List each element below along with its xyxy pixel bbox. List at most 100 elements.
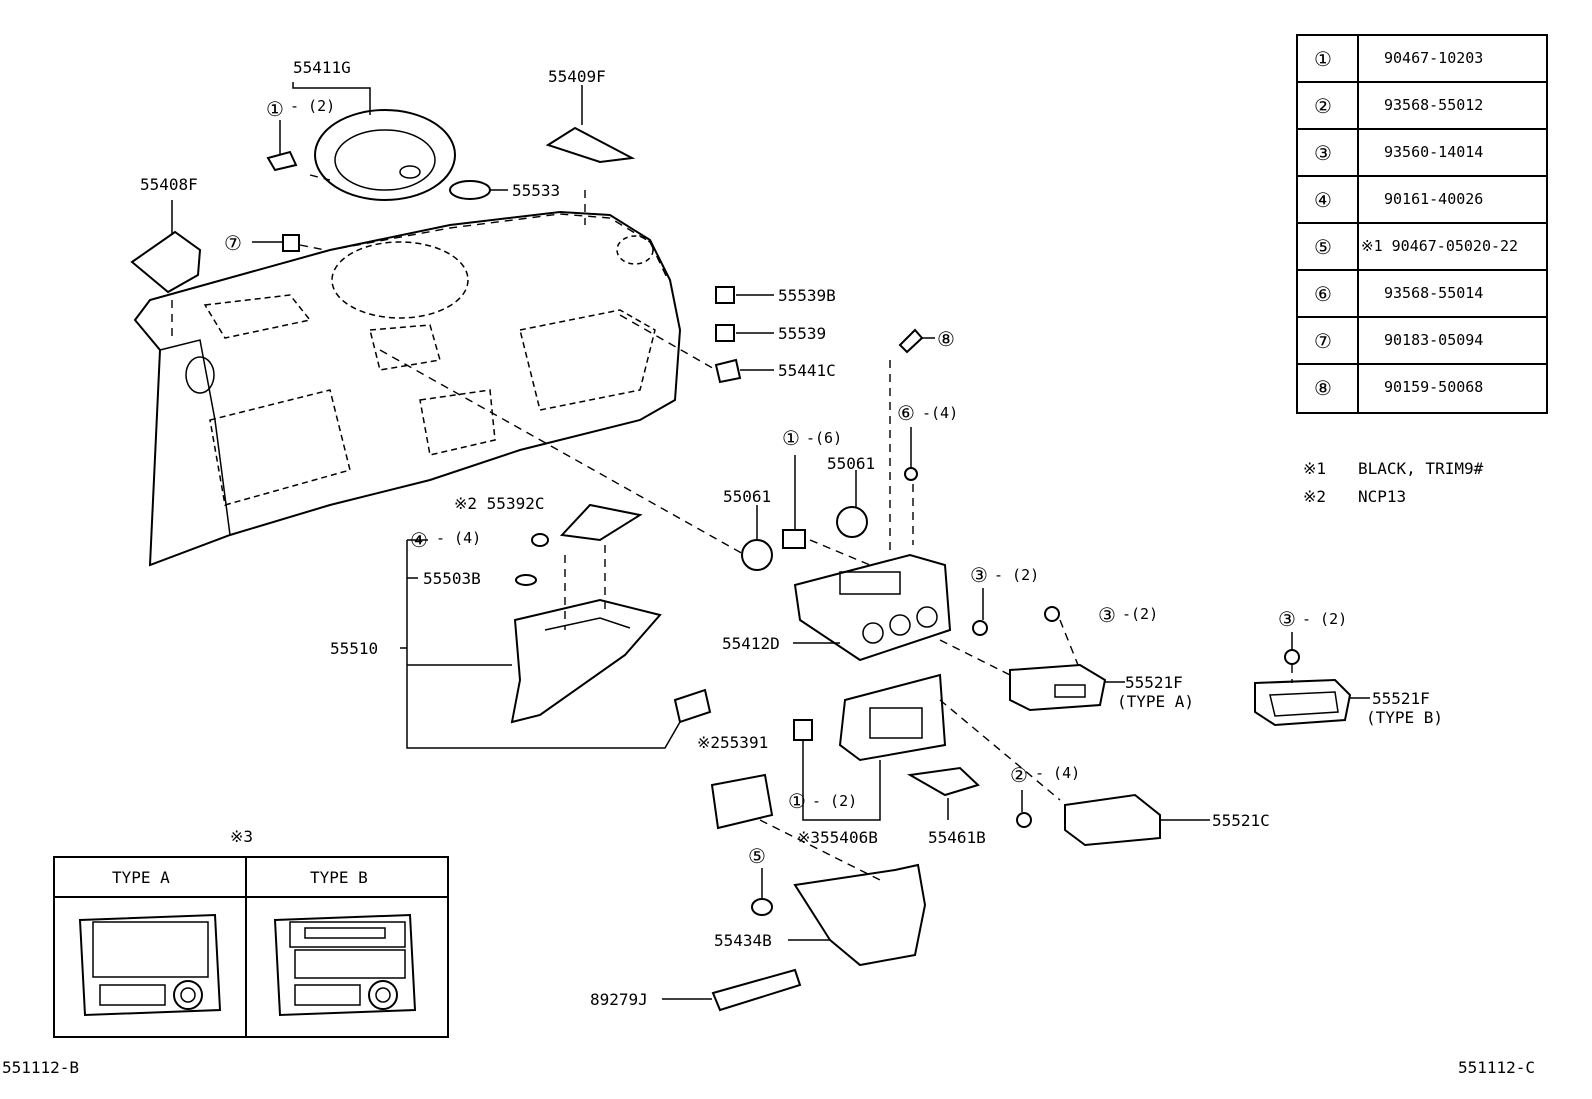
label-55521c: 55521C xyxy=(1212,811,1270,830)
callout-2-num: ② xyxy=(1010,763,1028,787)
cover-55391-drawing xyxy=(710,773,774,830)
callout-1-top-qty: - (2) xyxy=(290,97,335,115)
table-row-ref: ⑧ xyxy=(1314,376,1332,400)
callout-1-low-qty: - (2) xyxy=(812,792,857,810)
label-55392c: ※2 55392C xyxy=(454,494,544,513)
note-text: NCP13 xyxy=(1358,487,1406,506)
pocket-55521f-type-a-drawing xyxy=(1009,606,1107,712)
lower-bezel-drawing xyxy=(793,673,947,762)
type-comparison-box: ※3 TYPE A TYPE B xyxy=(53,827,449,1038)
label-55521f-b-type: (TYPE B) xyxy=(1366,708,1443,727)
label-55434b: 55434B xyxy=(714,931,772,950)
callout-8-num: ⑧ xyxy=(937,327,955,351)
screw-2-drawing xyxy=(1016,812,1032,828)
table-row-part-no: 93560-14014 xyxy=(1384,143,1483,161)
parts-reference-table: ① 90467-10203 ② 93568-55012 ③ 93560-1401… xyxy=(1296,34,1548,414)
screw-8-drawing xyxy=(898,328,924,354)
table-row-part-no: 93568-55012 xyxy=(1384,96,1483,114)
table-row-part-no: 90467-10203 xyxy=(1384,49,1483,67)
callout-1-top-num: ① xyxy=(266,97,284,121)
cluster-hood-drawing xyxy=(266,109,491,201)
clip-5-drawing xyxy=(751,898,773,916)
label-55412d: 55412D xyxy=(722,634,780,653)
center-cluster-panel-drawing xyxy=(741,467,988,662)
label-55521f-a-type: (TYPE A) xyxy=(1117,692,1194,711)
callouts: ① - (2) ⑦ ⑧ ⑥ -(4) ① -(6) ④ - (4) ③ - (2… xyxy=(224,97,1347,868)
callout-3a-qty: - (2) xyxy=(994,566,1039,584)
pocket-55521f-type-b-drawing xyxy=(1254,649,1352,727)
callout-3c-num: ③ xyxy=(1278,607,1296,631)
table-row-part-no: ※1 90467-05020-22 xyxy=(1361,237,1518,255)
label-55411g: 55411G xyxy=(293,58,351,77)
clip-55441c-drawing xyxy=(714,358,742,384)
table-row-ref: ⑤ xyxy=(1314,235,1332,259)
assembly-dashed-lines xyxy=(171,174,1293,881)
callout-6-qty: -(4) xyxy=(922,404,958,422)
label-55441c: 55441C xyxy=(778,361,836,380)
label-55521f-a: 55521F xyxy=(1125,673,1183,692)
clip-55539b-drawing xyxy=(715,286,735,304)
label-55510: 55510 xyxy=(330,639,378,658)
note-text: BLACK, TRIM9# xyxy=(1358,459,1484,478)
label-55521f-b: 55521F xyxy=(1372,689,1430,708)
callout-1-mid-qty: -(6) xyxy=(806,429,842,447)
type-a-panel-drawing xyxy=(78,913,222,1017)
label-55533: 55533 xyxy=(512,181,560,200)
table-row-ref: ② xyxy=(1314,94,1332,118)
note-mark: ※2 xyxy=(1303,487,1326,506)
callout-5-num: ⑤ xyxy=(748,844,766,868)
side-cover-55408f-drawing xyxy=(130,230,202,294)
label-89279j: 89279J xyxy=(590,990,648,1009)
callout-3c-qty: - (2) xyxy=(1302,610,1347,628)
label-55408f: 55408F xyxy=(140,175,198,194)
table-row-part-no: 90183-05094 xyxy=(1384,331,1483,349)
leader-lines xyxy=(171,82,1370,1000)
callout-7-num: ⑦ xyxy=(224,231,242,255)
tray-55461b-drawing xyxy=(906,766,980,797)
trim-89279j-drawing xyxy=(711,968,802,1012)
table-row-ref: ⑥ xyxy=(1314,282,1332,306)
instrument-panel-drawing xyxy=(133,210,682,567)
callout-2-qty: - (4) xyxy=(1035,764,1080,782)
table-row-part-no: 90159-50068 xyxy=(1384,378,1483,396)
label-55406b: ※355406B xyxy=(797,828,878,847)
callout-3b-num: ③ xyxy=(1098,603,1116,627)
footer-left-code: 551112-B xyxy=(2,1058,79,1077)
label-55539: 55539 xyxy=(778,324,826,343)
lower-cover-55434b-drawing xyxy=(793,863,927,967)
note-mark: ※1 xyxy=(1303,459,1326,478)
footer-right-code: 551112-C xyxy=(1458,1058,1535,1077)
callout-4-num: ④ xyxy=(410,528,428,552)
table-row-part-no: 93568-55014 xyxy=(1384,284,1483,302)
table-row-ref: ③ xyxy=(1314,141,1332,165)
label-55503b: 55503B xyxy=(423,569,481,588)
label-55391: ※255391 xyxy=(697,733,768,752)
label-55061-left: 55061 xyxy=(723,487,771,506)
label-55461b: 55461B xyxy=(928,828,986,847)
callout-1-low-num: ① xyxy=(788,789,806,813)
glove-box-drawing xyxy=(510,503,712,724)
type-a-header: TYPE A xyxy=(112,868,170,887)
label-55061-right: 55061 xyxy=(827,454,875,473)
pocket-55521c-drawing xyxy=(1064,793,1161,847)
callout-4-qty: - (4) xyxy=(436,529,481,547)
clip-55539-drawing xyxy=(715,324,735,342)
type-b-panel-drawing xyxy=(273,913,417,1017)
table-row-ref: ① xyxy=(1314,47,1332,71)
clip-7-drawing xyxy=(282,234,300,252)
table-row-ref: ④ xyxy=(1314,188,1332,212)
cover-55409f-drawing xyxy=(545,126,636,164)
callout-3b-qty: -(2) xyxy=(1122,605,1158,623)
callout-6-num: ⑥ xyxy=(897,401,915,425)
table-row-ref: ⑦ xyxy=(1314,329,1332,353)
callout-3a-num: ③ xyxy=(970,563,988,587)
table-row-part-no: 90161-40026 xyxy=(1384,190,1483,208)
part-labels: 55411G 55409F 55408F 55533 55539B 55539 … xyxy=(140,58,1443,1009)
type-b-header: TYPE B xyxy=(310,868,368,887)
label-55539b: 55539B xyxy=(778,286,836,305)
notes: ※1 BLACK, TRIM9# ※2 NCP13 xyxy=(1303,459,1484,506)
callout-1-mid-num: ① xyxy=(782,426,800,450)
type-box-title: ※3 xyxy=(230,827,253,846)
label-55409f: 55409F xyxy=(548,67,606,86)
